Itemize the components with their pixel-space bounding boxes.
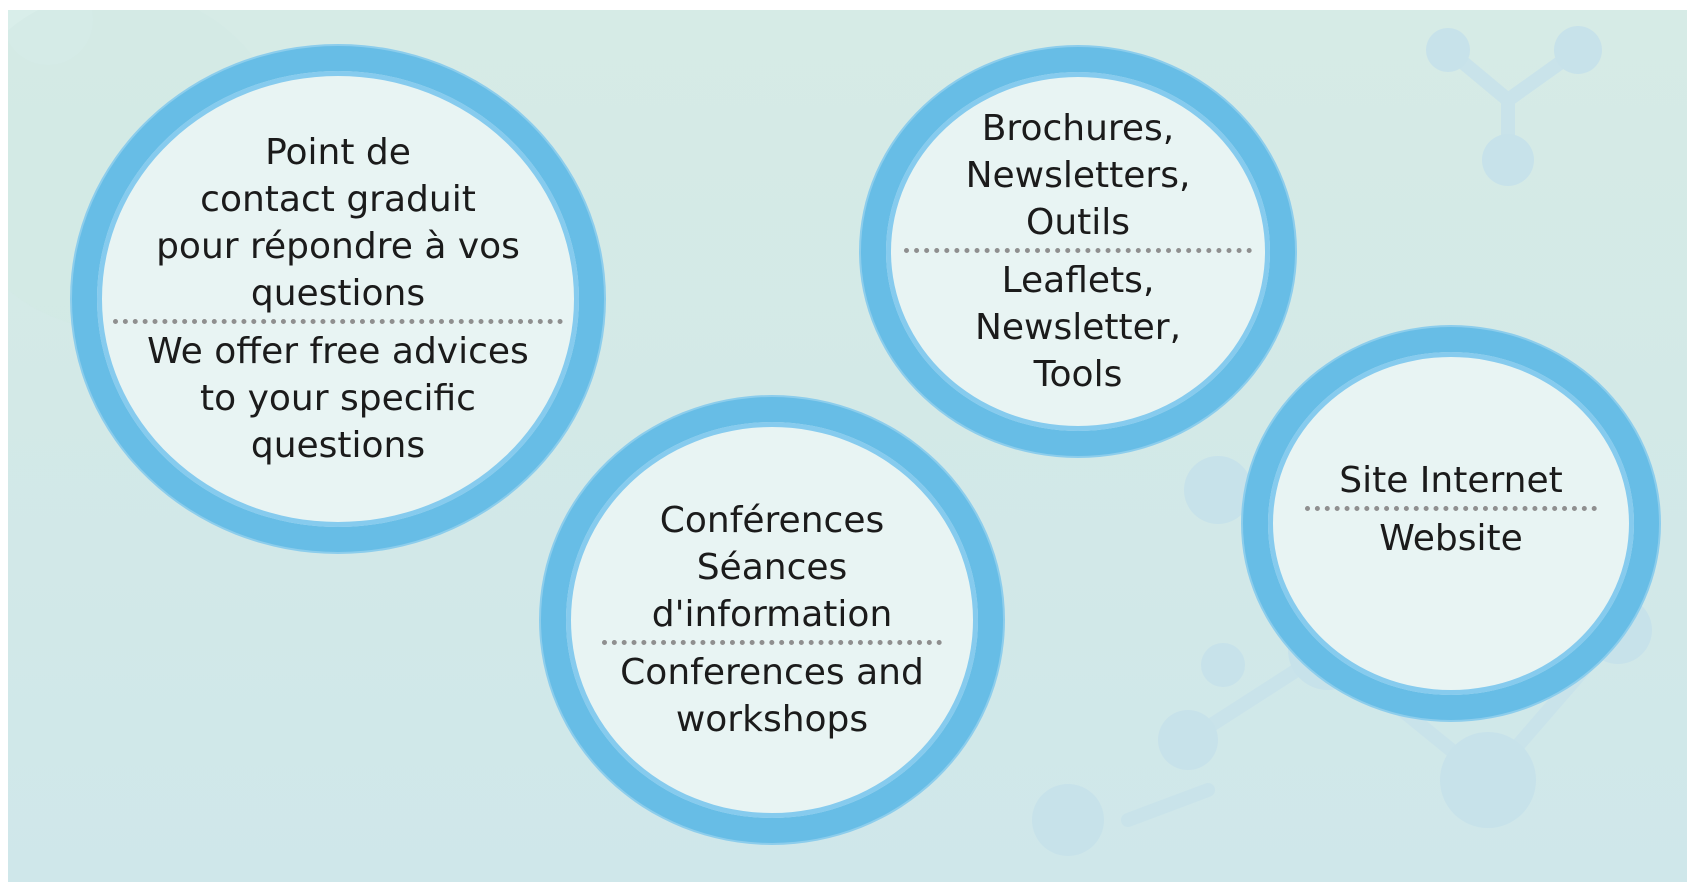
dotted-separator: [1305, 506, 1597, 511]
bubble-brochures-content: Brochures, Newsletters, Outils Leaflets,…: [904, 105, 1252, 398]
bubble-website-french-text: Site Internet: [1339, 460, 1563, 501]
bubble-brochures: Brochures, Newsletters, Outils Leaflets,…: [861, 47, 1295, 456]
dotted-separator: [113, 319, 563, 324]
bubble-conferences-english-text: Conferences and workshops: [620, 652, 924, 740]
bubble-conferences: Conférences Séances d'information Confer…: [541, 397, 1003, 843]
bubble-website: Site Internet Website: [1243, 327, 1659, 720]
bubble-conferences-content: Conférences Séances d'information Confer…: [602, 497, 942, 743]
bubble-website-content: Site Internet Website: [1305, 457, 1597, 562]
bubble-brochures-french-text: Brochures, Newsletters, Outils: [965, 108, 1191, 243]
bubble-conferences-french-text: Conférences Séances d'information: [651, 500, 893, 635]
bubble-brochures-english-text: Leaflets, Newsletter, Tools: [974, 260, 1182, 395]
dotted-separator: [904, 248, 1252, 253]
diagram-panel: Point de contact graduit pour répondre à…: [8, 10, 1687, 882]
bubble-contact: Point de contact graduit pour répondre à…: [72, 46, 604, 552]
dotted-separator: [602, 640, 942, 645]
bubble-contact-french-text: Point de contact graduit pour répondre à…: [156, 132, 520, 314]
bubble-website-english-text: Website: [1379, 518, 1523, 559]
bubble-contact-content: Point de contact graduit pour répondre à…: [113, 129, 563, 469]
bubble-contact-english-text: We offer free advices to your specific q…: [147, 331, 529, 466]
